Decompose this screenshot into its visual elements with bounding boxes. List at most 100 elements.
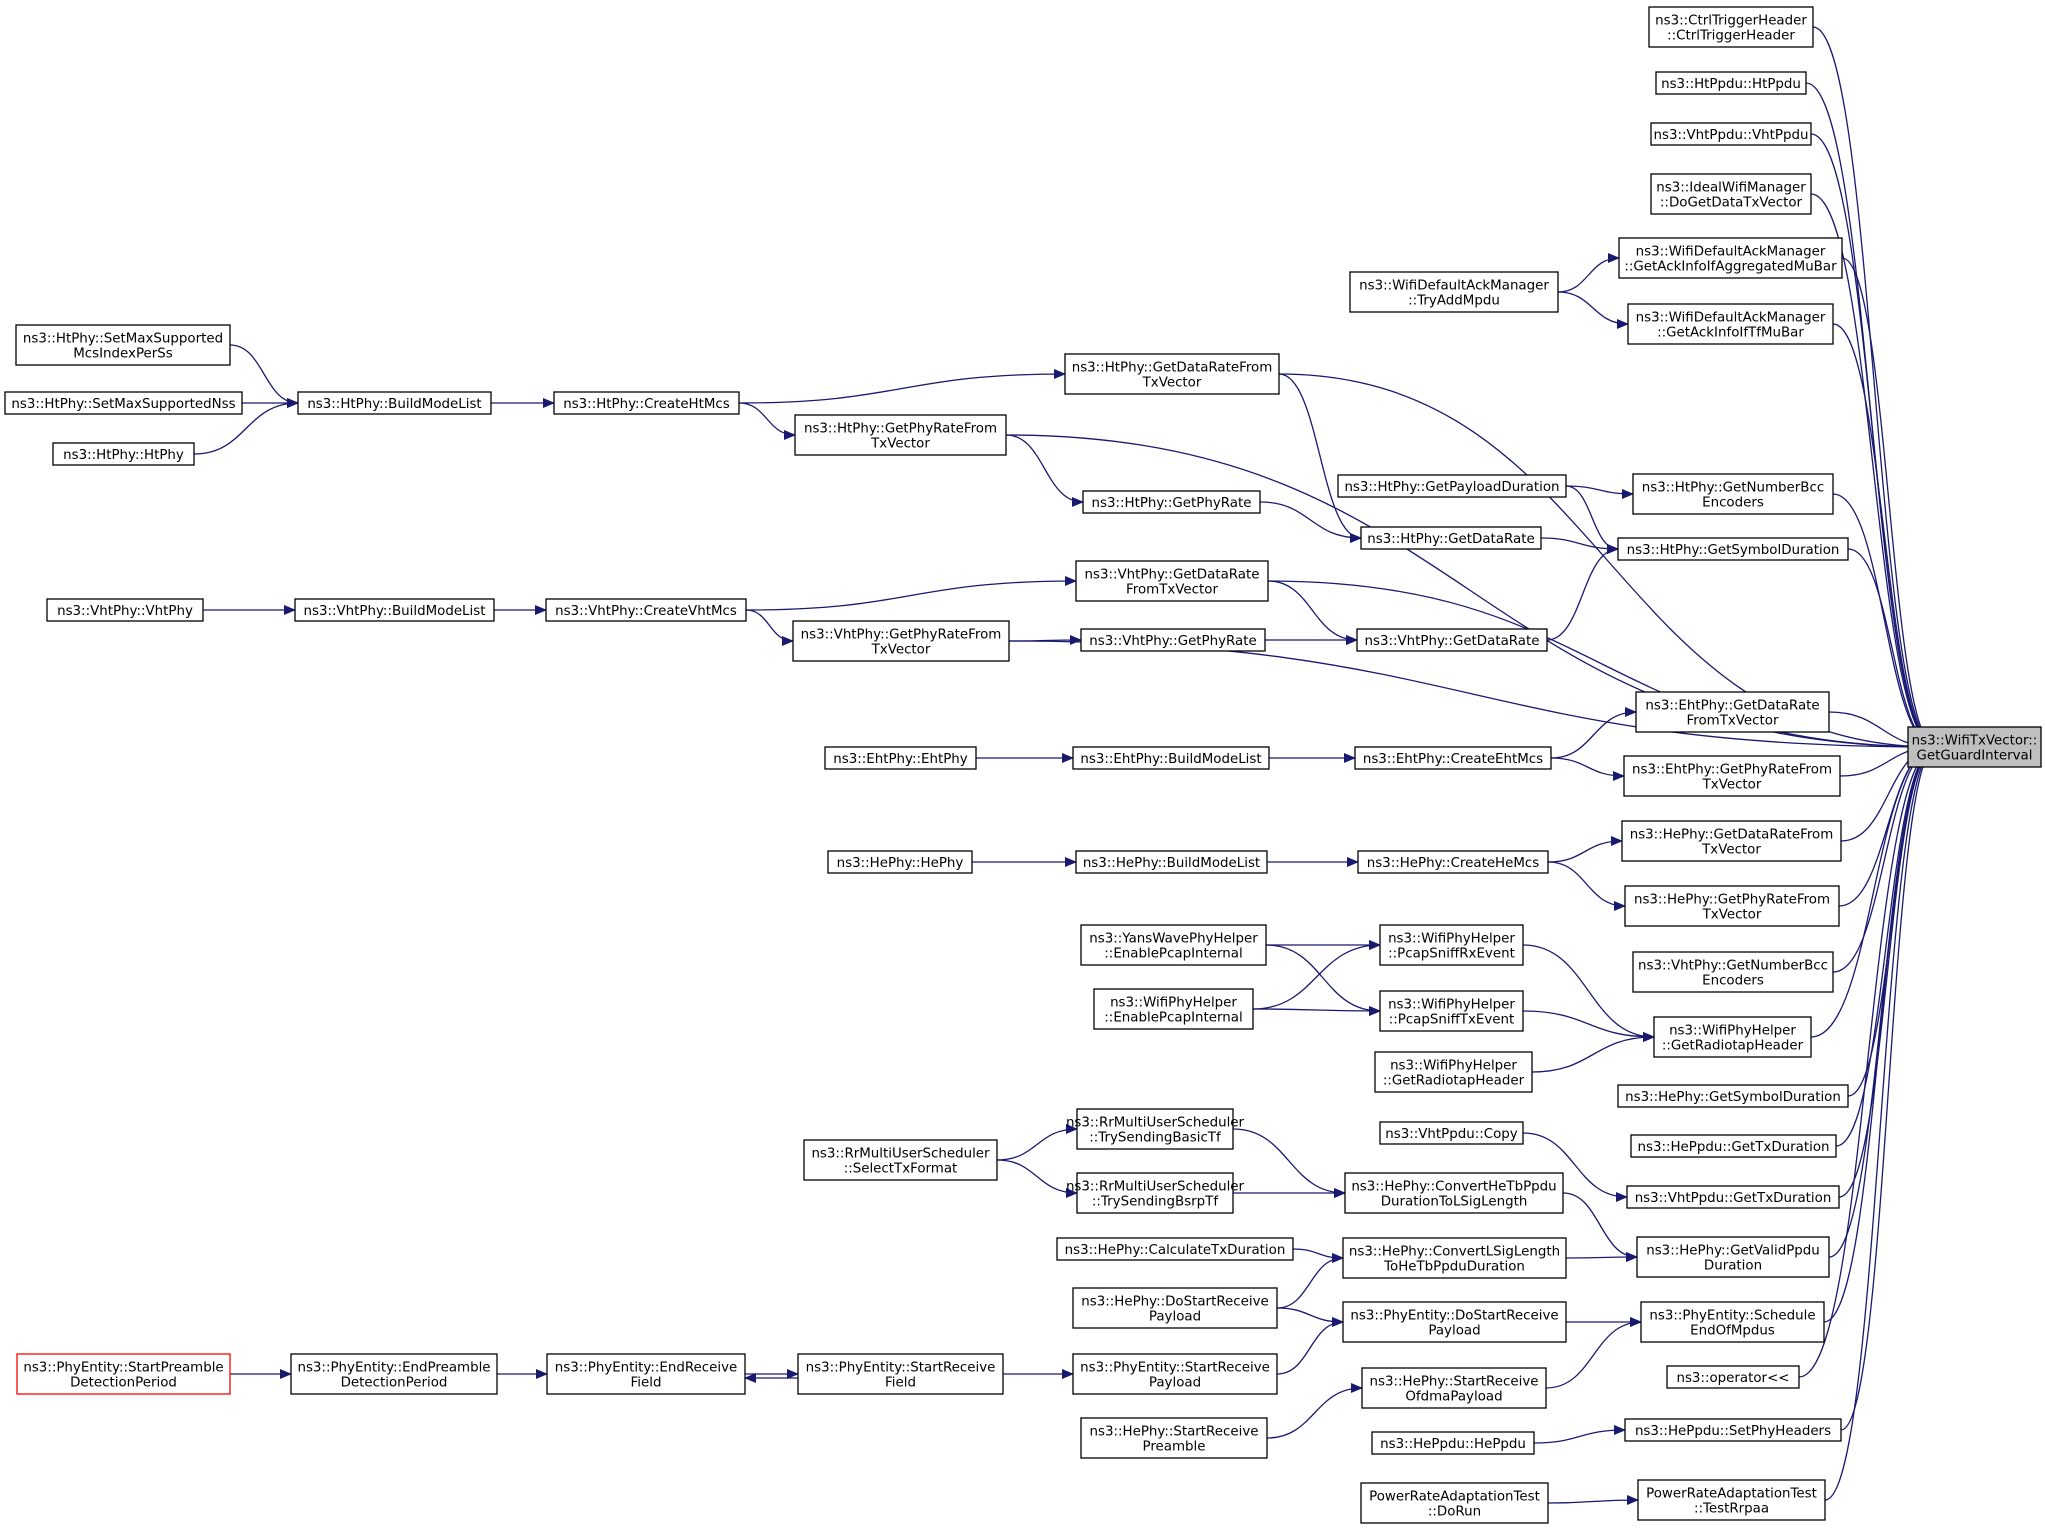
node-ns3-hephy-getsymbolduration[interactable]: ns3::HePhy::GetSymbolDuration: [1617, 1084, 1849, 1108]
node-ns3-htphy-getsymbolduration[interactable]: ns3::HtPhy::GetSymbolDuration: [1617, 537, 1849, 561]
node-ns3-yanswavephyhelper-enablepcapinternal[interactable]: ns3::YansWavePhyHelper::EnablePcapIntern…: [1080, 924, 1267, 966]
node-ns3-ehtphy-ehtphy[interactable]: ns3::EhtPhy::EhtPhy: [824, 746, 977, 770]
node-box: [1072, 746, 1270, 770]
node-ns3-wifiphyhelper-getradiotapheader[interactable]: ns3::WifiPhyHelper::GetRadiotapHeader: [1374, 1051, 1533, 1093]
edge-n48-to-n51: [1232, 1128, 1346, 1198]
edge-n62-to-n56: [1276, 1317, 1344, 1375]
node-box: [1623, 755, 1841, 797]
node-ns3-hephy-createhemcs[interactable]: ns3::HePhy::CreateHeMcs: [1357, 850, 1549, 874]
node-label: ns3::WifiDefaultAckManager: [1359, 279, 1549, 294]
node-ns3-vhtphy-buildmodelist[interactable]: ns3::VhtPhy::BuildModeList: [294, 598, 495, 622]
node-ns3-htphy-setmaxsupportednss[interactable]: ns3::HtPhy::SetMaxSupportedNss: [4, 391, 243, 415]
node-box: [1064, 353, 1280, 395]
node-ns3-htphy-getpayloadduration[interactable]: ns3::HtPhy::GetPayloadDuration: [1337, 474, 1567, 498]
node-ns3-phyentity-startpreamble-detectionperiod[interactable]: ns3::PhyEntity::StartPreambleDetectionPe…: [16, 1353, 231, 1395]
edge-n33-to-n32: [1547, 836, 1623, 863]
node-label: DetectionPeriod: [341, 1376, 448, 1391]
node-ns3-vhtphy-createvhtmcs[interactable]: ns3::VhtPhy::CreateVhtMcs: [545, 598, 747, 622]
node-label: ns3::HePhy::GetSymbolDuration: [1625, 1090, 1841, 1105]
node-powerrateadaptationtest-testrrpaa[interactable]: PowerRateAdaptationTest::TestRrpaa: [1637, 1479, 1826, 1521]
node-label: ns3::HePhy::GetPhyRateFrom: [1634, 893, 1830, 908]
node-ns3-wifidefaultackmanager-tryaddmpdu[interactable]: ns3::WifiDefaultAckManager::TryAddMpdu: [1349, 271, 1559, 313]
node-ns3-hephy-convertlsiglength-tohetbppduduration[interactable]: ns3::HePhy::ConvertLSigLengthToHeTbPpduD…: [1342, 1237, 1567, 1279]
node-ns3-wifiphyhelper-enablepcapinternal[interactable]: ns3::WifiPhyHelper::EnablePcapInternal: [1093, 988, 1254, 1030]
node-label: Encoders: [1702, 974, 1764, 989]
node-ns3-hephy-buildmodelist[interactable]: ns3::HePhy::BuildModeList: [1075, 850, 1268, 874]
node-ns3-hephy-calculatetxduration[interactable]: ns3::HePhy::CalculateTxDuration: [1056, 1237, 1294, 1261]
node-ns3-vhtppdu-copy[interactable]: ns3::VhtPpdu::Copy: [1379, 1121, 1524, 1145]
node-ns3-rrmultiuserscheduler-selecttxformat[interactable]: ns3::RrMultiUserScheduler::SelectTxForma…: [803, 1139, 998, 1181]
node-label: ns3::VhtPpdu::Copy: [1385, 1127, 1518, 1142]
node-ns3-heppdu-gettxduration[interactable]: ns3::HePpdu::GetTxDuration: [1630, 1134, 1837, 1158]
node-ns3-rrmultiuserscheduler-trysendingbasictf[interactable]: ns3::RrMultiUserScheduler::TrySendingBas…: [1066, 1108, 1245, 1150]
node-ns3-heppdu-setphyheaders[interactable]: ns3::HePpdu::SetPhyHeaders: [1624, 1418, 1842, 1442]
node-layer: ns3::WifiTxVector::GetGuardIntervalns3::…: [4, 6, 2042, 1524]
node-ns3-hephy-converthetbppdu-durationtolsiglength[interactable]: ns3::HePhy::ConvertHeTbPpduDurationToLSi…: [1344, 1172, 1564, 1214]
edge-n52-to-target: [1828, 742, 1937, 1258]
node-ns3-ehtphy-buildmodelist[interactable]: ns3::EhtPhy::BuildModeList: [1072, 746, 1270, 770]
node-ns3-wifiphyhelper-pcapsniffrxevent[interactable]: ns3::WifiPhyHelper::PcapSniffRxEvent: [1379, 924, 1524, 966]
node-ns3-vhtppdu-gettxduration[interactable]: ns3::VhtPpdu::GetTxDuration: [1626, 1185, 1840, 1209]
node-box: [1080, 924, 1267, 966]
node-label: ns3::RrMultiUserScheduler: [1066, 1180, 1245, 1195]
edge-n39-to-n40: [1252, 1005, 1381, 1016]
node-ns3-rrmultiuserscheduler-trysendingbsrptf[interactable]: ns3::RrMultiUserScheduler::TrySendingBsr…: [1066, 1172, 1245, 1214]
node-box: [15, 324, 231, 366]
node-ns3-wifidefaultackmanager-getackinfoiftfmubar[interactable]: ns3::WifiDefaultAckManager::GetAckInfoIf…: [1627, 303, 1834, 345]
node-label: ns3::HePpdu::HePpdu: [1380, 1437, 1526, 1452]
node-label: ::TrySendingBasicTf: [1089, 1131, 1221, 1146]
node-ns3-htphy-buildmodelist[interactable]: ns3::HtPhy::BuildModeList: [297, 391, 492, 415]
node-box: [1374, 1051, 1533, 1093]
node-label: ns3::HePhy::GetValidPpdu: [1646, 1244, 1820, 1259]
node-ns3-operator[interactable]: ns3::operator<<: [1666, 1365, 1800, 1389]
node-ns3-hephy-hephy[interactable]: ns3::HePhy::HePhy: [827, 850, 973, 874]
edge-n9-to-n8: [738, 369, 1066, 404]
node-ns3-heppdu-heppdu[interactable]: ns3::HePpdu::HePpdu: [1371, 1431, 1535, 1455]
node-ns3-htphy-htphy[interactable]: ns3::HtPhy::HtPhy: [52, 442, 195, 466]
node-box: [827, 850, 973, 874]
node-ns3-vhtphy-getphyrate[interactable]: ns3::VhtPhy::GetPhyRate: [1080, 628, 1266, 652]
node-ns3-vhtphy-getdatarate[interactable]: ns3::VhtPhy::GetDataRate: [1356, 628, 1548, 652]
node-box: [1648, 6, 1814, 48]
node-ns3-htphy-getphyrate[interactable]: ns3::HtPhy::GetPhyRate: [1082, 490, 1261, 514]
node-ns3-htppdu-htppdu[interactable]: ns3::HtPpdu::HtPpdu: [1655, 71, 1807, 95]
node-ns3-wifitxvector-getguardinterval[interactable]: ns3::WifiTxVector::GetGuardInterval: [1907, 726, 2042, 768]
edge-n49-to-n50: [996, 1159, 1078, 1198]
node-ns3-wifiphyhelper-pcapsnifftxevent[interactable]: ns3::WifiPhyHelper::PcapSniffTxEvent: [1379, 990, 1524, 1032]
node-ns3-wifiphyhelper-getradiotapheader[interactable]: ns3::WifiPhyHelper::GetRadiotapHeader: [1653, 1016, 1812, 1058]
node-ns3-vhtphy-vhtphy[interactable]: ns3::VhtPhy::VhtPhy: [46, 598, 204, 622]
node-ns3-wifidefaultackmanager-getackinfoifaggregatedmubar[interactable]: ns3::WifiDefaultAckManager::GetAckInfoIf…: [1618, 237, 1843, 279]
node-ns3-vhtppdu-vhtppdu[interactable]: ns3::VhtPpdu::VhtPpdu: [1650, 122, 1812, 146]
node-ns3-phyentity-endpreamble-detectionperiod[interactable]: ns3::PhyEntity::EndPreambleDetectionPeri…: [290, 1353, 498, 1395]
node-ns3-idealwifimanager-dogetdatatxvector[interactable]: ns3::IdealWifiManager::DoGetDataTxVector: [1650, 173, 1812, 215]
node-ns3-ctrltriggerheader-ctrltriggerheader[interactable]: ns3::CtrlTriggerHeader::CtrlTriggerHeade…: [1648, 6, 1814, 48]
node-powerrateadaptationtest-dorun[interactable]: PowerRateAdaptationTest::DoRun: [1360, 1482, 1549, 1524]
node-ns3-htphy-getdatarate[interactable]: ns3::HtPhy::GetDataRate: [1360, 526, 1542, 550]
node-box: [1655, 71, 1807, 95]
node-box: [1075, 850, 1268, 874]
node-box: [1056, 1237, 1294, 1261]
node-ns3-ehtphy-createehtmcs[interactable]: ns3::EhtPhy::CreateEhtMcs: [1354, 746, 1552, 770]
node-label: ns3::HtPhy::GetDataRate: [1367, 532, 1534, 547]
node-ns3-htphy-createhtmcs[interactable]: ns3::HtPhy::CreateHtMcs: [553, 391, 740, 415]
